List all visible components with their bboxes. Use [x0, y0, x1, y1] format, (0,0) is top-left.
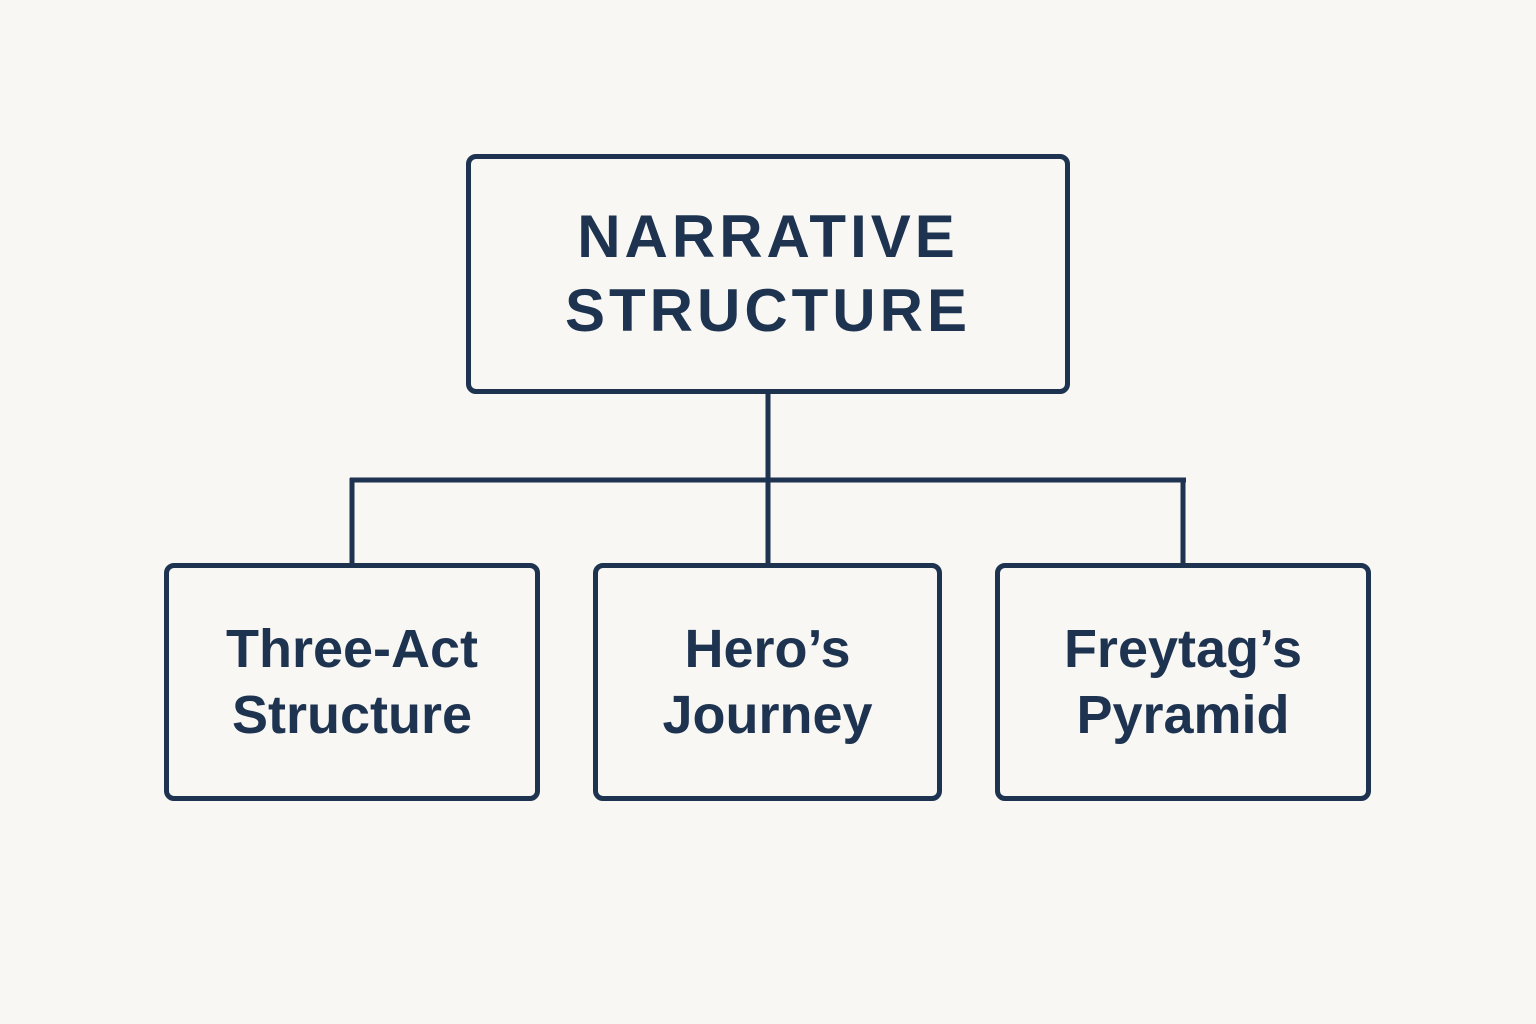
- child-node-three-act-structure: Three-Act Structure: [164, 563, 540, 801]
- child-node-label: Hero’s Journey: [662, 619, 873, 745]
- root-node-narrative-structure: NARRATIVE STRUCTURE: [466, 154, 1070, 394]
- root-node-label: NARRATIVE STRUCTURE: [565, 203, 971, 344]
- child-node-freytags-pyramid: Freytag’s Pyramid: [995, 563, 1371, 801]
- child-node-label: Freytag’s Pyramid: [1063, 619, 1303, 745]
- child-node-heros-journey: Hero’s Journey: [593, 563, 942, 801]
- child-node-label: Three-Act Structure: [225, 619, 479, 745]
